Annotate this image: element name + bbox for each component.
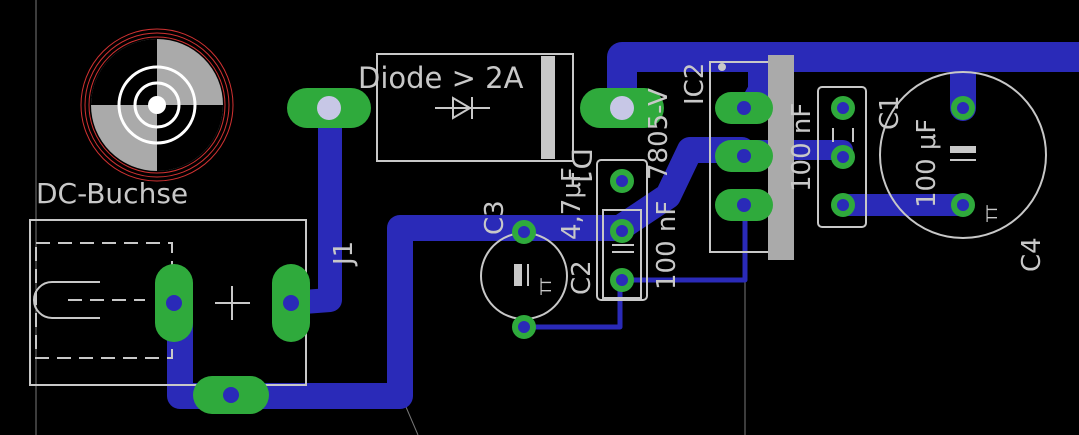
pad-jack-3-hole — [223, 387, 239, 403]
pad-diode-a-hole — [317, 96, 341, 120]
pad-c1-1[interactable] — [831, 96, 855, 120]
pad-c3-minus[interactable] — [512, 315, 536, 339]
ic2-pin1-mark — [718, 63, 726, 71]
pad-c2-2[interactable] — [610, 219, 634, 243]
c3-value-label: 4,7μF — [557, 167, 587, 240]
ic2-value-label: 7805-V — [644, 88, 674, 180]
pad-diode-k-hole — [610, 96, 634, 120]
c4-tt-label: TT — [985, 205, 1001, 223]
c1-outline — [817, 86, 867, 228]
pad-c1-3[interactable] — [831, 193, 855, 217]
diode-name-label: D1 — [565, 148, 598, 187]
pad-c2-1[interactable] — [610, 169, 634, 193]
trace-thin-c3[interactable] — [521, 277, 623, 330]
c2-outline — [596, 159, 648, 301]
c4-label: C4 — [1017, 237, 1047, 272]
c2-body — [602, 209, 642, 299]
pad-c3-plus[interactable] — [512, 220, 536, 244]
dc-jack-label: DC-Buchse — [36, 177, 188, 210]
c2-value-label: 100 nF — [652, 201, 682, 290]
pads — [155, 88, 975, 414]
trace-thin-ic[interactable] — [617, 205, 748, 283]
c3-plate — [514, 264, 522, 286]
c4-value-label: 100 μF — [912, 119, 942, 208]
diode-outline — [376, 53, 574, 162]
c1-label: C1 — [875, 95, 905, 130]
ic2-label: IC2 — [680, 63, 710, 105]
pad-c1-2[interactable] — [831, 145, 855, 169]
c4-plate — [950, 146, 976, 153]
c2-label: C2 — [567, 260, 597, 295]
pad-jack-2-hole — [283, 295, 299, 311]
diode-value-label: Diode > 2A — [358, 61, 524, 95]
ic-cap-value-label: 100 nF — [787, 103, 817, 192]
labels: Diode > 2A DC-Buchse D1 J1 C3 4,7μF C2 1… — [36, 61, 1047, 296]
pad-jack-1-hole — [166, 295, 182, 311]
c4-outline — [879, 71, 1047, 239]
dc-jack-inner — [35, 242, 173, 359]
c3-label: C3 — [480, 200, 510, 235]
j1-label: J1 — [329, 241, 359, 267]
c3-outline — [480, 232, 568, 320]
pad-c2-3[interactable] — [610, 268, 634, 292]
silkscreen — [29, 53, 1047, 386]
pad-c4-minus[interactable] — [951, 193, 975, 217]
pad-c4-plus[interactable] — [951, 96, 975, 120]
c3-tt-label: TT — [539, 278, 555, 296]
mounting-hole — [80, 28, 234, 182]
diode-symbol-triangle — [452, 96, 472, 120]
diode-band — [541, 56, 555, 159]
dc-jack-pin-shape — [33, 281, 100, 319]
